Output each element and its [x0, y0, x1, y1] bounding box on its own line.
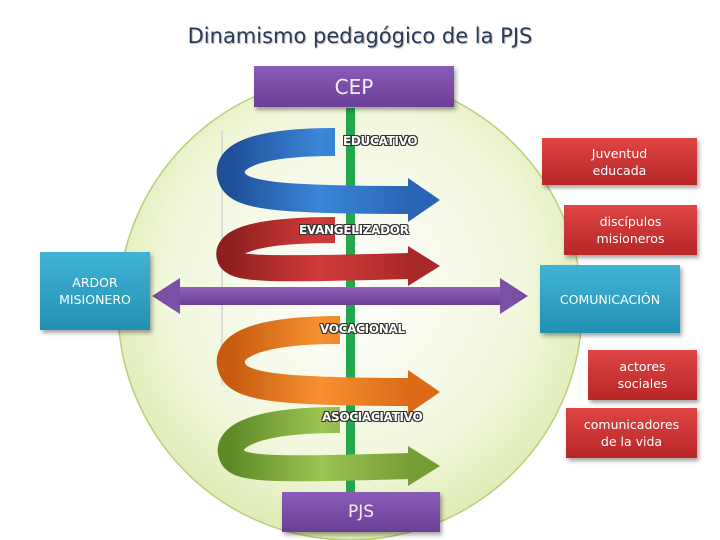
outcome-actores-sociales: actores sociales	[588, 350, 697, 400]
evangelizador-label: EVANGELIZADOR	[299, 223, 409, 237]
asociativo-spiral	[217, 407, 440, 486]
asociativo-label: ASOCIACIATIVO	[322, 410, 423, 424]
horizontal-arrow	[152, 278, 528, 314]
educativo-label: EDUCATIVO	[343, 134, 418, 148]
outcome-discipulos-misioneros: discípulos misioneros	[564, 205, 697, 255]
vocacional-label: VOCACIONAL	[320, 322, 405, 336]
outcome-comunicadores-de-la-vida: comunicadores de la vida	[566, 408, 697, 458]
ardor-misionero-box: ARDOR MISIONERO	[40, 252, 150, 330]
outcome-juventud-educada: Juventud educada	[542, 138, 697, 185]
diagram-title: Dinamismo pedagógico de la PJS	[187, 24, 533, 48]
evangelizador-spiral	[216, 217, 440, 286]
comunicacion-box: COMUNICACIÓN	[540, 265, 680, 333]
pjs-box: PJS	[282, 492, 440, 532]
cep-box: CEP	[254, 66, 454, 107]
vocacional-spiral	[216, 316, 440, 414]
educativo-spiral	[216, 128, 440, 222]
